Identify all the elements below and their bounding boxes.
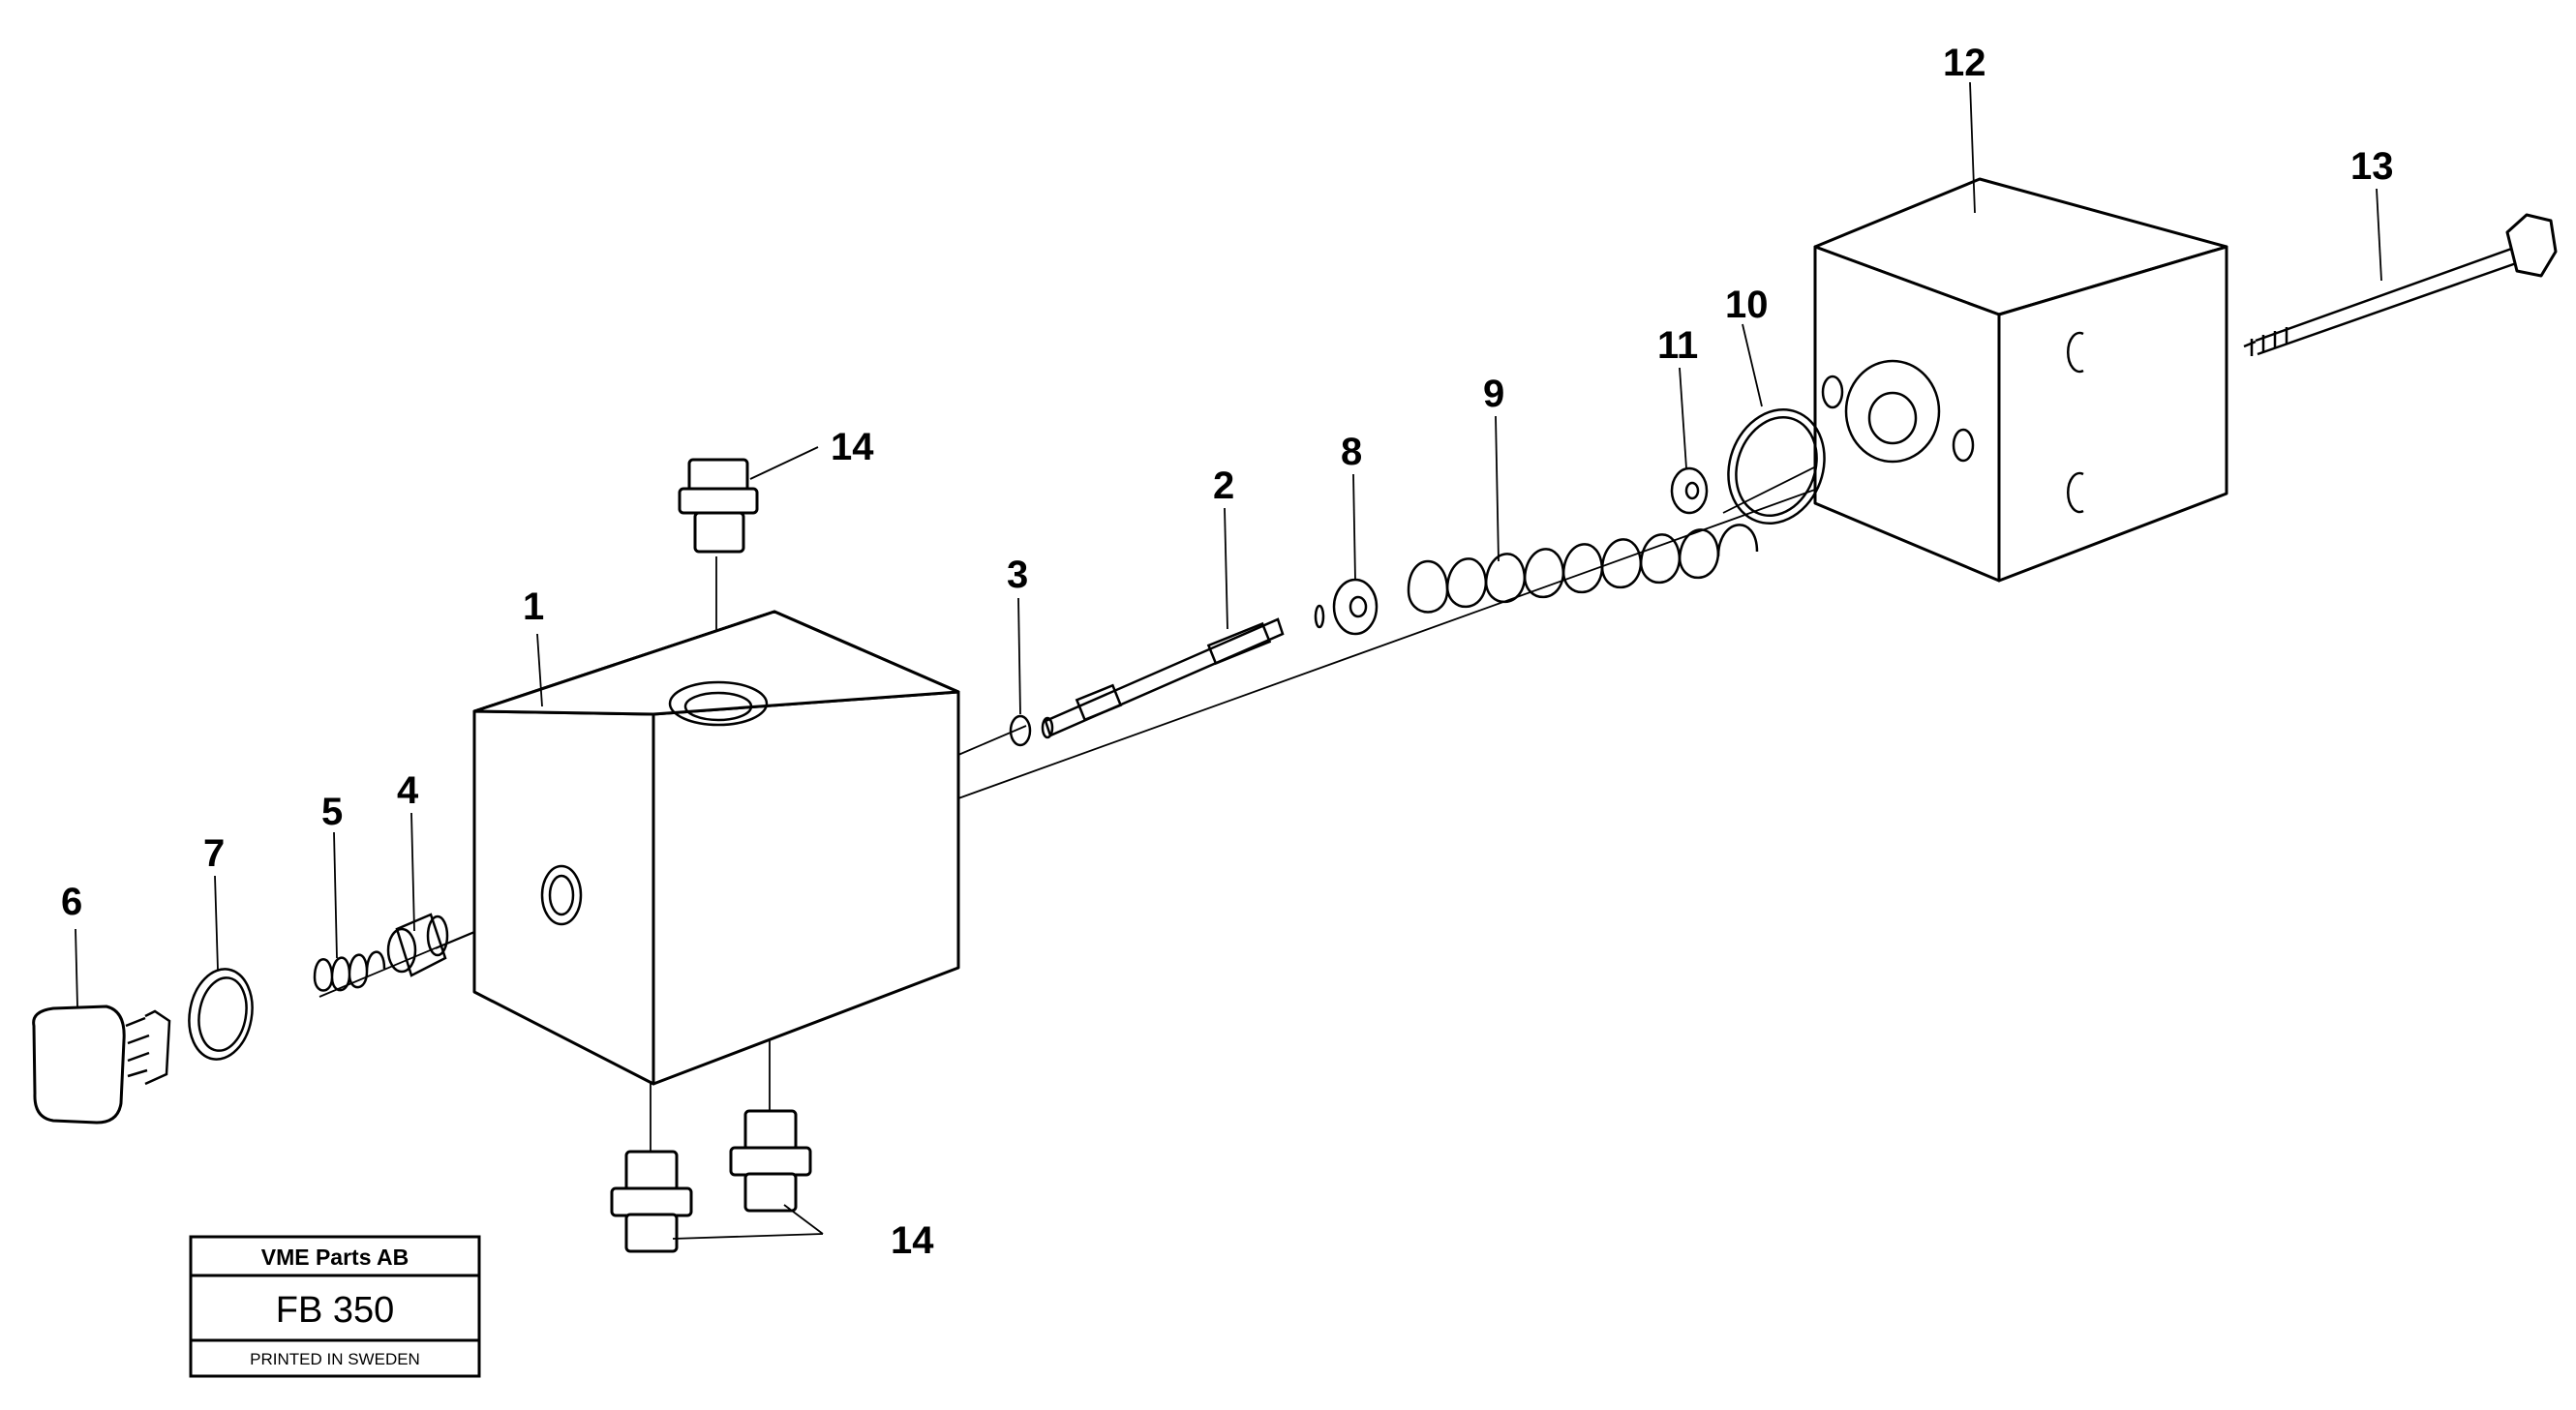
stamp-company: VME Parts AB xyxy=(261,1245,409,1270)
sleeve-part-4 xyxy=(386,913,449,977)
bolt-part-13 xyxy=(2243,213,2558,356)
callout-9: 9 xyxy=(1483,373,1504,415)
spring-part-5 xyxy=(313,950,386,992)
rear-housing-part-12 xyxy=(1813,177,2228,583)
washer-part-8 xyxy=(1332,578,1379,636)
callout-7: 7 xyxy=(203,832,225,875)
callout-labels: 1 2 3 4 5 6 7 8 9 10 11 12 13 14 14 xyxy=(61,42,2394,1262)
callout-leaders xyxy=(75,81,2382,1240)
fitting-part-14-top xyxy=(678,458,759,554)
seal-ring-part-10 xyxy=(1727,408,1826,525)
fitting-part-14-bottom-left xyxy=(610,1150,693,1253)
callout-10: 10 xyxy=(1725,284,1769,326)
fitting-part-14-bottom-right xyxy=(729,1109,812,1213)
o-ring-part-3 xyxy=(1009,714,1032,747)
stamp-printed: PRINTED IN SWEDEN xyxy=(250,1350,420,1368)
callout-5: 5 xyxy=(321,791,343,833)
valve-housing-part-1 xyxy=(472,610,960,1086)
spring-part-9 xyxy=(1407,524,1759,614)
callout-13: 13 xyxy=(2350,145,2394,188)
callout-6: 6 xyxy=(61,881,82,923)
callout-8: 8 xyxy=(1341,431,1362,473)
stamp-code: FB 350 xyxy=(276,1290,395,1331)
callout-2: 2 xyxy=(1213,465,1234,507)
seal-washer-part-7 xyxy=(188,968,254,1061)
callout-12: 12 xyxy=(1943,42,1986,84)
callout-14-top: 14 xyxy=(831,426,874,468)
washer-part-11 xyxy=(1670,466,1709,515)
valve-spool-part-2 xyxy=(1041,604,1325,739)
title-stamp: VME Parts AB FB 350 PRINTED IN SWEDEN xyxy=(189,1235,481,1378)
callout-14-bottom: 14 xyxy=(891,1219,934,1262)
callout-4: 4 xyxy=(397,769,419,812)
callout-3: 3 xyxy=(1007,554,1028,596)
callout-1: 1 xyxy=(523,585,544,628)
plug-part-6 xyxy=(32,1005,171,1125)
callout-11: 11 xyxy=(1657,324,1698,367)
